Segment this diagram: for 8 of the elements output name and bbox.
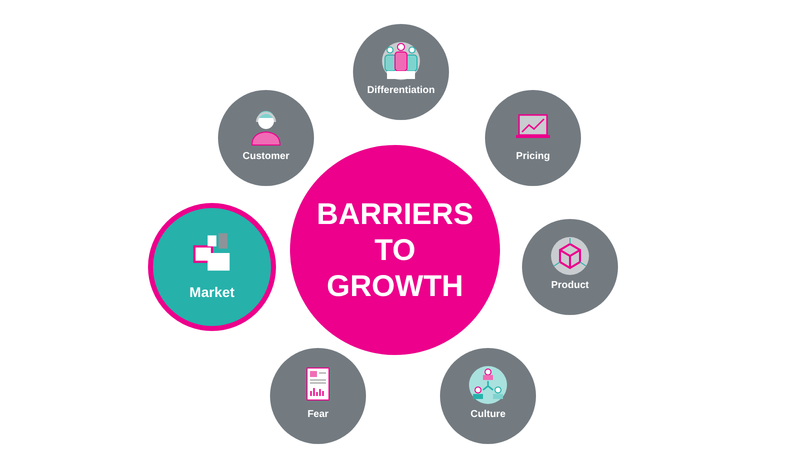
title-text: BARRIERS TO GROWTH [316, 197, 474, 305]
topic-label: Pricing [515, 151, 551, 164]
topic-label: Fear [306, 409, 330, 422]
topic-label: Differentiation [366, 85, 436, 98]
topic-label: Culture [470, 409, 506, 422]
topic-label: Customer [242, 151, 290, 164]
topic-label: Product [550, 280, 590, 292]
topic-label: Market [188, 284, 236, 302]
